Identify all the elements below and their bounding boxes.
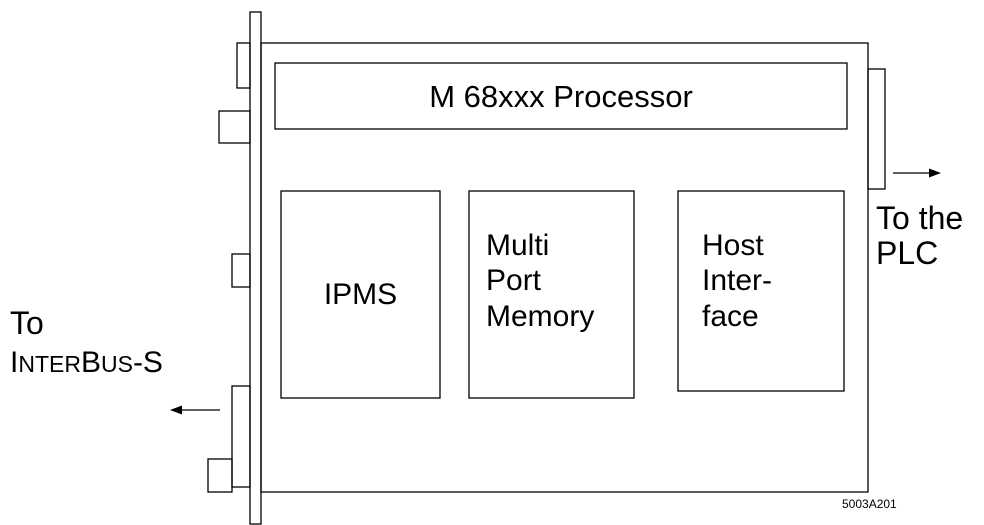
- interbus-destination-label: To INTERBUS-S: [10, 305, 163, 379]
- memory-label: Multi Port Memory: [486, 228, 594, 334]
- panel-connector-interbus: [231, 385, 251, 488]
- interbus-part-3: B: [80, 346, 101, 380]
- interbus-part-5: -S: [132, 346, 163, 380]
- interbus-arrow-head: [170, 405, 182, 415]
- ipms-label: IPMS: [323, 278, 398, 311]
- panel-connector-middle: [231, 253, 251, 288]
- panel-connector-second: [218, 110, 251, 144]
- front-panel: [249, 11, 262, 525]
- host-label-line1: Host: [702, 229, 764, 262]
- memory-label-line2: Port: [486, 264, 542, 298]
- interbus-part-1: I: [10, 346, 19, 380]
- interbus-part-4: US: [100, 351, 133, 378]
- panel-connector-bottom: [207, 458, 233, 493]
- memory-label-line1: Multi: [486, 229, 550, 262]
- plc-destination-label: To the PLC: [876, 200, 964, 272]
- host-interface-block: [677, 190, 845, 392]
- memory-label-line3: Memory: [486, 299, 595, 333]
- plc-label-line2: PLC: [876, 235, 939, 272]
- interbus-label-line2: INTERBUS-S: [10, 344, 163, 379]
- figure-id: 5003A201: [842, 497, 897, 511]
- host-interface-label: Host Inter- face: [702, 228, 772, 334]
- interbus-part-2: NTER: [18, 351, 81, 378]
- processor-block: [274, 62, 848, 130]
- memory-block: [468, 190, 635, 399]
- plc-label-line1: To the: [876, 200, 964, 236]
- plc-arrow-head: [929, 168, 941, 178]
- plc-connector: [867, 68, 886, 190]
- interbus-label-line1: To: [10, 305, 44, 341]
- host-label-line3: face: [702, 299, 759, 333]
- processor-label: M 68xxx Processor: [429, 79, 693, 114]
- circuit-board: [260, 42, 869, 493]
- host-label-line2: Inter-: [702, 264, 773, 298]
- panel-connector-top: [236, 42, 251, 89]
- ipms-block: [280, 190, 441, 399]
